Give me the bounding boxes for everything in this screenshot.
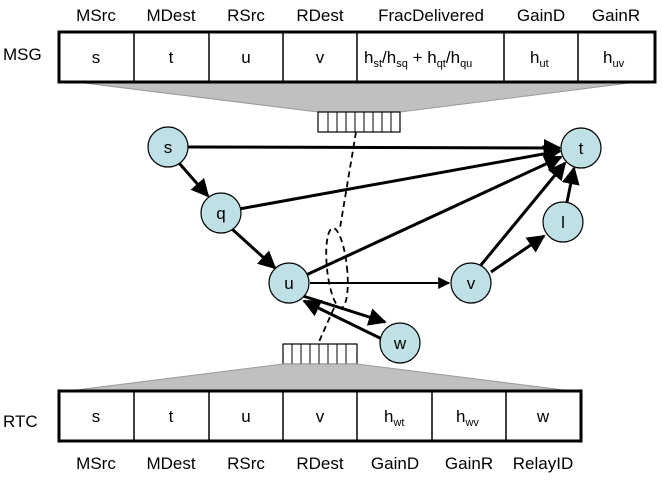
- rtc-header-gaind: GainD: [371, 454, 419, 473]
- rtc-header-msrc: MSrc: [76, 454, 116, 473]
- rtc-table-border: [57, 389, 583, 443]
- svg-text:l: l: [561, 213, 565, 232]
- edge-u-t: [305, 155, 563, 277]
- msg-header-labels: MSrc MDest RSrc RDest FracDelivered Gain…: [76, 6, 640, 25]
- msg-table: s t u v hst/hsq + hqt/hqu hut huv: [57, 30, 657, 84]
- graph-edges: [177, 138, 580, 341]
- svg-text:v: v: [467, 274, 476, 293]
- rtc-cell-rdest: v: [316, 407, 325, 426]
- edge-v-l: [490, 234, 546, 274]
- svg-text:t: t: [579, 139, 584, 158]
- msg-cell-fracdelivered: hst/hsq + hqt/hqu: [364, 48, 472, 70]
- msg-row-label: MSG: [3, 45, 42, 64]
- msg-cell-msrc: s: [92, 48, 101, 67]
- rtc-row-label: RTC: [3, 412, 38, 431]
- rtc-header-mdest: MDest: [146, 454, 195, 473]
- rtc-header-rdest: RDest: [296, 454, 344, 473]
- msg-header-rdest: RDest: [296, 6, 344, 25]
- rtc-header-relayid: RelayID: [513, 454, 573, 473]
- node-l: l: [542, 201, 584, 243]
- msg-header-mdest: MDest: [146, 6, 195, 25]
- rtc-cell-msrc: s: [92, 407, 101, 426]
- msg-header-msrc: MSrc: [76, 6, 116, 25]
- msg-queue-buffer: [317, 111, 401, 133]
- rtc-cell-rsrc: u: [241, 407, 250, 426]
- rtc-header-labels: MSrc MDest RSrc RDest GainD GainR RelayI…: [76, 454, 573, 473]
- svg-text:w: w: [393, 334, 407, 353]
- node-w: w: [379, 322, 421, 364]
- rtc-header-rsrc: RSrc: [227, 454, 265, 473]
- node-t: t: [560, 127, 602, 169]
- rtc-queue-buffer: [282, 343, 358, 365]
- msg-cell-mdest: t: [169, 48, 174, 67]
- rtc-cell-gainr: hwv: [456, 407, 479, 429]
- rtc-funnel: [59, 363, 581, 393]
- edge-w-u: [302, 299, 383, 341]
- graph-nodes: s q u v l t w: [147, 126, 602, 364]
- svg-text:q: q: [216, 204, 225, 223]
- rtc-cell-mdest: t: [169, 407, 174, 426]
- edge-q-t: [238, 145, 562, 211]
- svg-text:u: u: [284, 274, 293, 293]
- msg-header-rsrc: RSrc: [227, 6, 265, 25]
- node-u: u: [268, 262, 310, 304]
- svg-text:s: s: [164, 138, 173, 157]
- msg-cell-gaind: hut: [530, 48, 549, 70]
- rtc-cell-gaind: hwt: [384, 407, 404, 429]
- msg-funnel: [59, 79, 654, 113]
- msg-header-fracdelivered: FracDelivered: [378, 6, 484, 25]
- edge-l-t: [561, 166, 580, 203]
- edge-q-u: [230, 227, 277, 270]
- node-q: q: [200, 192, 242, 234]
- msg-header-gainr: GainR: [592, 6, 640, 25]
- msg-cell-gainr: huv: [603, 48, 625, 70]
- edge-s-q: [177, 162, 210, 198]
- node-v: v: [450, 262, 492, 304]
- rtc-header-gainr: GainR: [445, 454, 493, 473]
- msg-header-gaind: GainD: [517, 6, 565, 25]
- msg-cell-rsrc: u: [241, 48, 250, 67]
- msg-cell-rdest: v: [316, 48, 325, 67]
- edge-s-t: [187, 138, 562, 157]
- rtc-cell-relayid: w: [536, 407, 550, 426]
- edge-u-w: [302, 294, 387, 326]
- node-s: s: [147, 126, 189, 168]
- rtc-table: s t u v w hwt hwv: [57, 389, 583, 443]
- edge-v-t: [479, 161, 567, 266]
